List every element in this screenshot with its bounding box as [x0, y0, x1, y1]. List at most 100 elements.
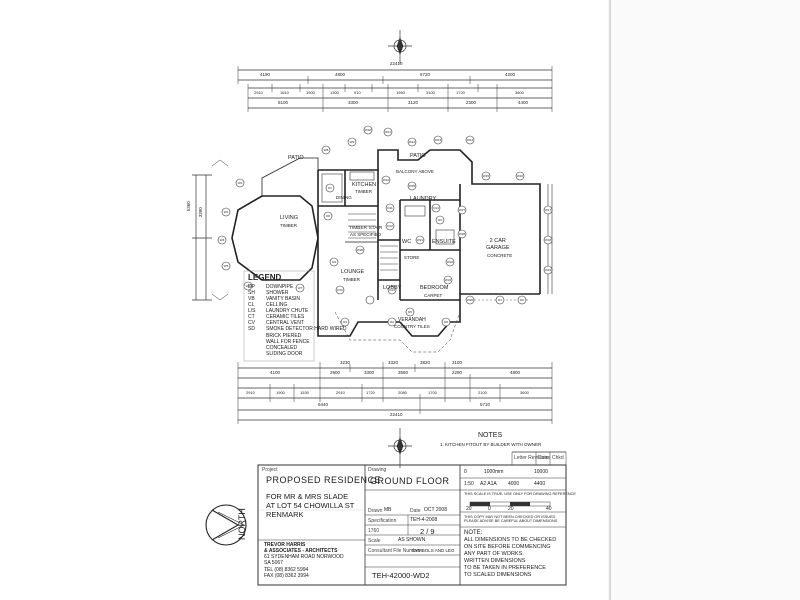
scale-num-3: 20: [508, 506, 514, 512]
callout-tag: W12: [408, 139, 416, 144]
callout-tag: D14: [433, 205, 439, 210]
dim-bot-r3-a: 2910: [246, 390, 255, 395]
dim-bot-r1-a: 3230: [340, 360, 351, 365]
legend-code-3: VB: [248, 296, 255, 302]
callout-tag: D11: [387, 205, 393, 210]
scale-num-4: 40: [546, 506, 552, 512]
firm-line-6: FAX (08) 8362 3994: [264, 573, 309, 579]
rev-header-chkd: Chkd: [552, 455, 564, 461]
callout-tag: W22: [446, 259, 454, 264]
note-line-1: ALL DIMENSIONS TO BE CHECKED: [464, 537, 557, 543]
dim-bot-r3-c: 1530: [300, 390, 309, 395]
callout-tag: D2: [520, 297, 524, 302]
room-label-bedroom: BEDROOM: [420, 285, 449, 291]
callout-tag: W20: [466, 297, 474, 302]
dim-bot-r2-b: 2900: [330, 370, 341, 375]
dim-top-r2-i: 3600: [515, 90, 524, 95]
note-line-4: WRITTEN DIMENSIONS: [464, 558, 526, 564]
callout-tag: W13: [434, 137, 442, 142]
spec-caption: Specification: [368, 518, 397, 524]
room-label-verandah-sub: COUNTRY TILES: [394, 324, 430, 329]
callout-tag: W1: [437, 217, 443, 222]
scale-bar-2-a: 1:50: [464, 481, 474, 487]
legend-code-1: DP: [248, 284, 255, 290]
callout-tag: D1: [498, 297, 502, 302]
callout-tag: W11: [385, 129, 391, 134]
legend-desc-2: SHOWER: [266, 290, 289, 296]
dim-bot-r2-f: 4800: [510, 370, 521, 375]
room-label-wc: WC: [402, 239, 412, 245]
scale-note: THIS SCALE IS TRUE. USE ONLY FOR DRAWING…: [464, 492, 576, 496]
callout-tag: W8: [323, 147, 329, 152]
dim-bot-r3-d: 2910: [336, 390, 345, 395]
dim-bot-r4-b: 5710: [480, 402, 491, 407]
dim-top-r3-d: 2300: [466, 100, 477, 105]
north-arrow-icon: [206, 505, 246, 545]
project-title: PROPOSED RESIDENCE: [266, 475, 382, 485]
callout-tag: W15: [482, 173, 490, 178]
dim-top-r3-e: 4400: [518, 100, 529, 105]
callout-tag: W2: [237, 180, 243, 185]
scale-bar-2-d: 4400: [534, 481, 546, 487]
scale-value: AS SHOWN: [398, 537, 426, 543]
spec-value: TEH-4-2008: [410, 517, 438, 523]
callout-tag: W14: [466, 137, 474, 142]
legend-desc-4: CELLING: [266, 302, 288, 308]
dim-top-r3-a: 6100: [278, 100, 289, 105]
dim-top-r1-d: 4200: [505, 72, 516, 77]
consultant-value: SYMBOLS AND LEG: [412, 548, 455, 553]
callout-tag: W17: [544, 207, 552, 212]
legend-desc-8: SMOKE DETECTOR HARD WIRED: [266, 326, 347, 332]
rev-header-date: Date: [538, 455, 549, 461]
scale-bar-1-b: 1000mm: [484, 469, 504, 475]
firm-line-2: & ASSOCIATES - ARCHITECTS: [264, 548, 338, 554]
dim-bot-r2-d: 3560: [398, 370, 409, 375]
client-line-3: RENMARK: [266, 510, 304, 519]
copyright-note: THIS COPY MAY NOT BEEN CHECKED OR ISSUED…: [464, 515, 558, 524]
drawn-caption: Drawn: [368, 508, 383, 514]
note-line-3: ANY PART OF WORKS.: [464, 551, 524, 557]
dim-bot-r2-e: 2290: [452, 370, 463, 375]
sheet-value: 2 / 9: [420, 527, 435, 536]
dim-top-r1-a: 4190: [260, 72, 271, 77]
callout-tag: D7: [328, 185, 332, 190]
legend-code-2: SH: [248, 290, 255, 296]
note-line-2: ON SITE BEFORE COMMENCING: [464, 544, 551, 550]
dim-bot-r1-c: 3820: [420, 360, 431, 365]
firm-line-5: TEL (08) 8362 5994: [264, 567, 309, 573]
dim-bot-overall: 22410: [390, 412, 403, 417]
callout-tag: D10: [337, 287, 343, 292]
callout-tag: W16: [516, 173, 524, 178]
room-label-living-sub: TIMBER: [280, 223, 298, 228]
room-label-timber-stair: TIMBER STAIR: [349, 226, 383, 231]
callout-tag: W6: [245, 283, 251, 288]
callout-tag: W26: [356, 247, 364, 252]
scale-num-1: 20: [466, 506, 472, 512]
notes-line-1: 1. KITCHEN FITOUT BY BUILDER WITH OWNER: [440, 442, 542, 447]
callout-tag: D6: [444, 319, 448, 324]
dim-top-r3-c: 3120: [408, 100, 419, 105]
room-label-kitchen: KITCHEN: [352, 182, 377, 188]
callout-tag: D9: [332, 259, 336, 264]
legend-desc-6: CERAMIC TILES: [266, 314, 305, 320]
legend-desc-5: LAUNDRY CHUTE: [266, 308, 309, 314]
legend-desc-3: VANITY BASIN: [266, 296, 300, 302]
dim-top-r2-c: 1900: [306, 90, 315, 95]
dim-bot-r1-b: 3320: [388, 360, 399, 365]
room-label-garage: 2 CAR GARAGE: [486, 238, 510, 251]
dim-bot-r2-c: 3300: [364, 370, 375, 375]
firm-line-3: 61 SYDENHAM ROAD NORWOOD: [264, 554, 344, 560]
note-title: NOTE:: [464, 530, 483, 536]
callout-tag: W3: [223, 209, 229, 214]
dim-bot-r3-i: 3600: [520, 390, 529, 395]
scale-num-2: 0: [488, 506, 491, 512]
client-line-2: AT LOT 54 CHOWILLA ST: [266, 501, 355, 510]
legend-desc-9: BRICK PIERED WALL FOR FENCE: [266, 333, 310, 345]
dim-top-r2-g: 3100: [426, 90, 435, 95]
room-label-bedroom-sub: CARPET: [424, 293, 443, 298]
room-label-timber-stair-sub: AS SPECIFIED: [350, 232, 382, 237]
callout-tag: W24: [382, 177, 390, 182]
drawn-value: MB: [384, 507, 392, 513]
callout-tag: W9: [349, 139, 355, 144]
